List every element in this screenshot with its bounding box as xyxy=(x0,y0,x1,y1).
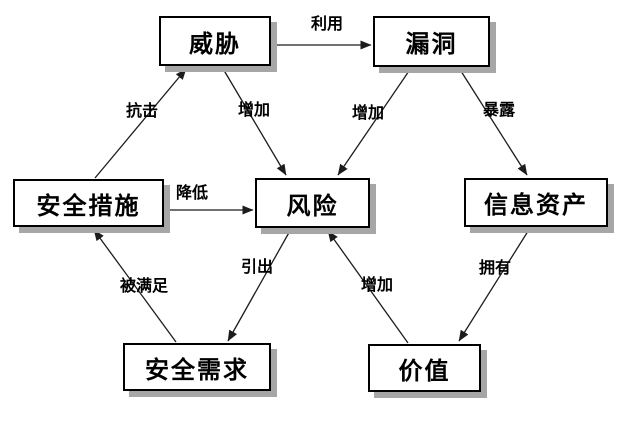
node-value: 价值 xyxy=(368,344,481,392)
edge-label-own: 拥有 xyxy=(478,258,512,277)
node-security-measures: 安全措施 xyxy=(13,179,164,227)
edge-satisfied-arrow xyxy=(93,229,177,343)
node-security-requirements: 安全需求 xyxy=(123,343,271,391)
node-risk: 风险 xyxy=(255,178,370,228)
edge-label-resist: 抗击 xyxy=(125,101,159,120)
edge-label-increase-value-risk: 增加 xyxy=(360,275,394,294)
edge-own-arrow xyxy=(458,227,531,342)
edge-label-satisfied: 被满足 xyxy=(119,276,169,295)
edge-label-expose: 暴露 xyxy=(482,100,516,119)
node-information-assets: 信息资产 xyxy=(464,178,608,227)
node-threat-label: 威胁 xyxy=(189,29,241,58)
node-information-assets-label: 信息资产 xyxy=(484,191,588,219)
edge-label-increase-vulnerability-risk: 增加 xyxy=(351,103,385,122)
node-threat: 威胁 xyxy=(159,16,271,66)
edge-leads-to-arrow xyxy=(227,228,292,342)
edge-label-leads-to: 引出 xyxy=(240,257,274,276)
edge-expose-arrow xyxy=(458,67,528,176)
node-vulnerability-label: 漏洞 xyxy=(405,30,458,58)
node-security-requirements-label: 安全需求 xyxy=(145,355,249,384)
node-vulnerability: 漏洞 xyxy=(373,16,490,67)
node-risk-label: 风险 xyxy=(286,191,339,220)
edge-increase-vulnerability-risk-arrow xyxy=(337,67,412,176)
edge-increase-threat-risk-arrow xyxy=(221,66,287,176)
node-security-measures-label: 安全措施 xyxy=(36,191,141,220)
node-value-label: 价值 xyxy=(398,356,451,385)
edge-label-increase-threat-risk: 增加 xyxy=(237,100,271,119)
edge-label-reduce: 降低 xyxy=(175,183,209,202)
edge-resist-arrow xyxy=(94,68,187,179)
edge-label-exploit: 利用 xyxy=(310,14,344,33)
edge-increase-value-risk-arrow xyxy=(327,230,409,344)
